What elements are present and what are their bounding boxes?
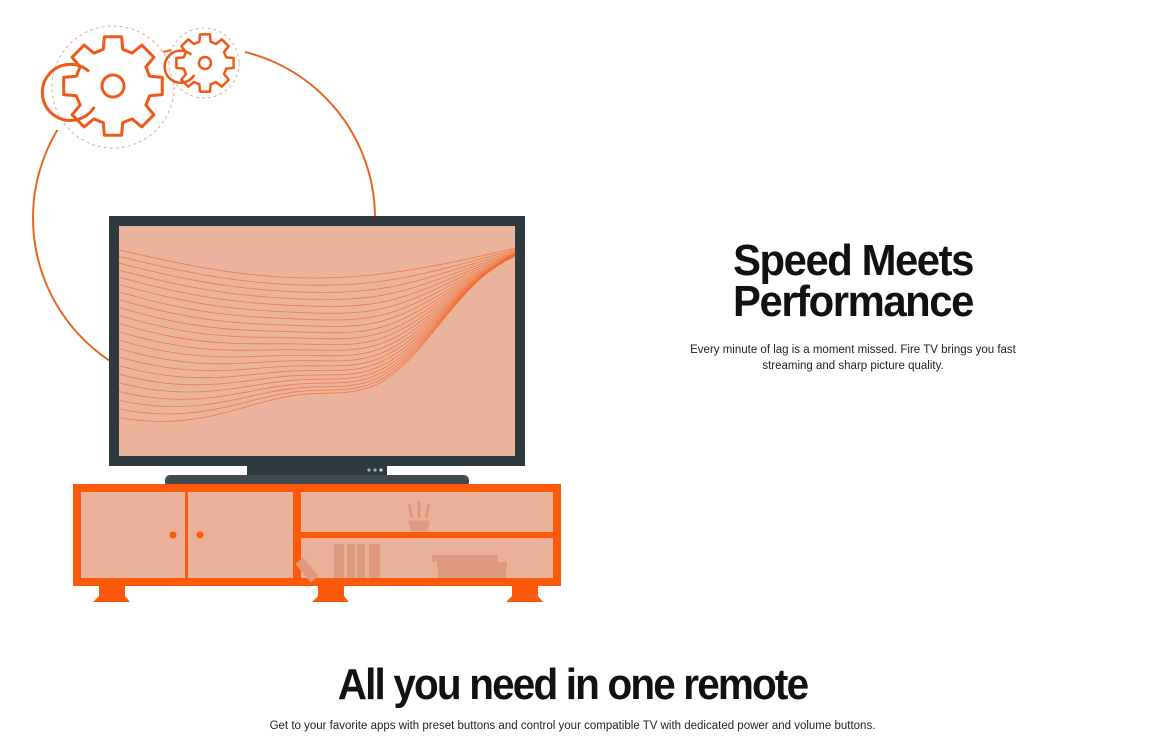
gear-halo bbox=[51, 25, 175, 149]
tv-cabinet-illustration bbox=[73, 484, 561, 602]
remote-section-subtitle: Get to your favorite apps with preset bu… bbox=[269, 720, 876, 732]
hero-subtitle-line2: streaming and sharp picture quality. bbox=[762, 360, 944, 372]
tv-screen bbox=[119, 226, 515, 456]
gear-halo-small bbox=[168, 27, 240, 99]
hero-subtitle-line1: Every minute of lag is a moment missed. … bbox=[690, 344, 1016, 356]
tv-stand-neck bbox=[247, 464, 387, 477]
hero-title: Speed Meets Performance bbox=[663, 239, 1043, 324]
gear-icon-small bbox=[163, 33, 235, 93]
hero-title-line2: Performance bbox=[733, 277, 974, 326]
hero-title-line1: Speed Meets bbox=[733, 236, 974, 285]
screen-waves bbox=[118, 248, 516, 422]
remote-section-title: All you need in one remote bbox=[337, 660, 809, 709]
gear-icon bbox=[40, 35, 164, 137]
tv-illustration bbox=[32, 25, 561, 602]
hero-subtitle: Every minute of lag is a moment missed. … bbox=[653, 342, 1053, 374]
